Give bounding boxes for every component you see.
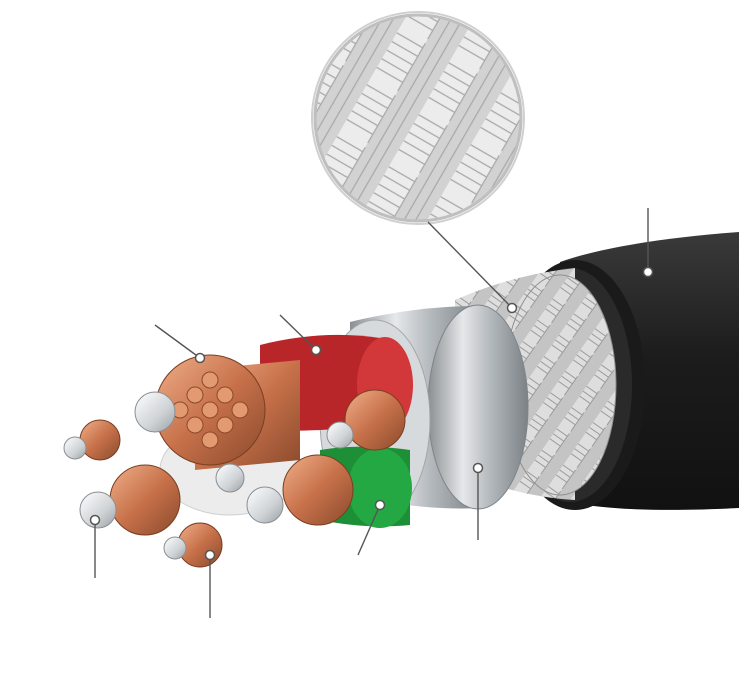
leader-lines	[94, 208, 649, 618]
magnifier-circle-icon	[311, 11, 525, 225]
tinned-strand-icon	[63, 391, 354, 560]
leader-dots	[89, 266, 654, 561]
copper-conductor-icon	[79, 354, 406, 568]
